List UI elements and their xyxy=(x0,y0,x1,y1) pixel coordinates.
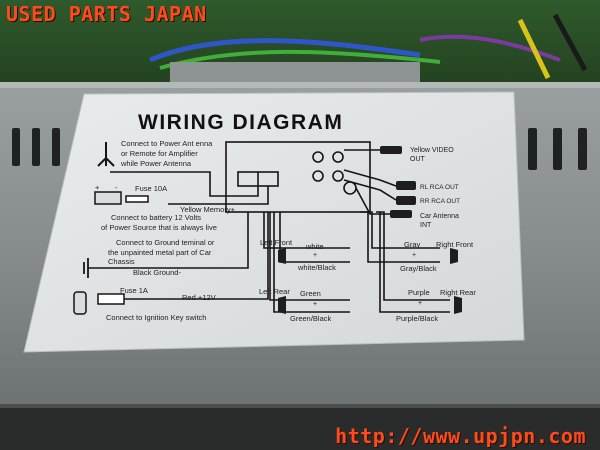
diagram-lines xyxy=(88,141,450,313)
right-front-text: Right Front xyxy=(436,240,474,249)
minus-sign: - xyxy=(115,183,118,192)
right-rear-text: Right Rear xyxy=(440,288,476,297)
rca-plug-icons xyxy=(380,146,416,218)
white-text: white xyxy=(305,242,324,251)
left-speaker-icons xyxy=(278,248,286,314)
ignition-note: Connect to Ignition Key switch xyxy=(106,313,206,322)
rca-jack xyxy=(332,170,344,182)
rca-jack xyxy=(312,170,324,182)
yellow-video-line1: Yellow VIDEO xyxy=(410,147,454,154)
battery-note-line2: of Power Source that is always live xyxy=(101,223,217,232)
purple-text: Purple xyxy=(408,288,430,297)
rl-rca-text: RL RCA OUT xyxy=(420,184,459,191)
right-front-plus: + xyxy=(412,252,416,259)
ground-note-line1: Connect to Ground teminal or xyxy=(116,238,215,247)
watermark-url: http://www.upjpn.com xyxy=(335,424,586,448)
rca-jack xyxy=(332,151,344,163)
red-12v-text: Red +12V xyxy=(182,293,216,302)
fuse-10a-icon xyxy=(94,191,149,205)
car-antenna-line2: INT xyxy=(420,222,432,229)
black-ground-text: Black Ground- xyxy=(133,268,181,277)
left-front-text: Left Front xyxy=(260,238,293,247)
rca-jack xyxy=(312,151,324,163)
left-rear-plus: + xyxy=(313,301,317,308)
label-heading: WIRING DIAGRAM xyxy=(138,111,343,134)
battery-note-line1: Connect to battery 12 Volts xyxy=(111,213,201,222)
bottom-rail xyxy=(0,404,600,450)
blue-wire xyxy=(149,38,421,63)
green-wire xyxy=(159,49,441,70)
car-antenna-line1: Car Antenna xyxy=(420,213,459,220)
white-black-text: white/Black xyxy=(297,263,336,272)
yellow-wire xyxy=(517,18,551,80)
purple-wire xyxy=(419,34,561,62)
left-rear-text: Left Rear xyxy=(259,287,290,296)
plus-sign: + xyxy=(95,183,100,192)
left-vent-slots xyxy=(12,128,60,166)
purple-black-text: Purple/Black xyxy=(396,314,438,323)
antenna-note-line1: Connect to Power Ant enna xyxy=(121,139,213,148)
fuse-1a-icon xyxy=(73,291,125,315)
fuse-1a-text: Fuse 1A xyxy=(120,286,148,295)
yellow-memory-text: Yellow Memory+ xyxy=(180,205,236,214)
right-rear-plus: + xyxy=(418,300,422,307)
black-wire xyxy=(552,13,588,72)
right-speaker-icons xyxy=(450,248,462,314)
antenna-note-line3: while Power Antenna xyxy=(120,159,192,168)
ground-icon xyxy=(83,258,89,278)
watermark-title: USED PARTS JAPAN xyxy=(6,2,207,26)
green-text: Green xyxy=(300,289,321,298)
green-black-text: Green/Black xyxy=(290,314,332,323)
ground-note-line2: the unpainted metal part of Car xyxy=(108,248,212,257)
gray-text: Gray xyxy=(404,240,421,249)
yellow-video-line2: OUT xyxy=(410,156,426,163)
ground-note-line3: Chassis xyxy=(108,257,135,266)
rr-rca-text: RR RCA OUT xyxy=(420,198,460,205)
gray-black-text: Gray/Black xyxy=(400,264,437,273)
fuse-10a-text: Fuse 10A xyxy=(135,184,167,193)
left-front-plus: + xyxy=(313,252,317,259)
antenna-note-line2: or Remote for Amplifier xyxy=(121,149,198,158)
antenna-icon xyxy=(97,142,115,167)
